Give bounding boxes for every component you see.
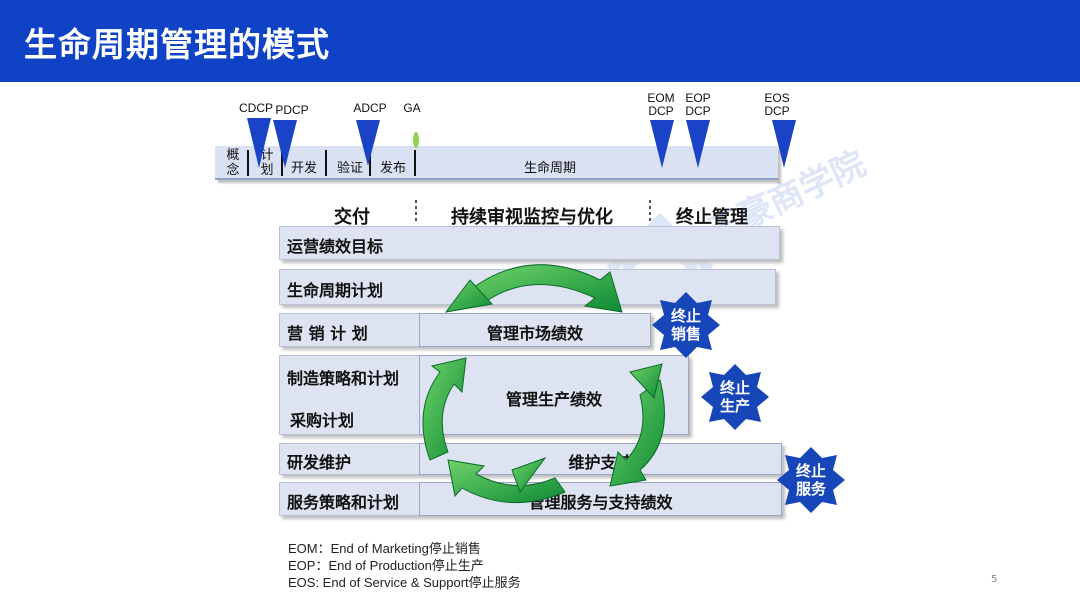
cycle-arrow-top-head xyxy=(444,279,493,313)
gate-triangle-adcp xyxy=(356,120,380,166)
gate-label-eos-bottom: DCP xyxy=(764,104,790,118)
row-ops-goals xyxy=(279,226,780,260)
title-bar: 生命周期管理的模式 xyxy=(0,0,1080,82)
star-end-sales-line-1: 终止 xyxy=(670,307,701,325)
box-market-perf-label: 管理市场绩效 xyxy=(486,324,583,343)
column-delivery: 交付 xyxy=(334,207,370,228)
cycle-arrow-bottom xyxy=(447,459,566,504)
lifecycle-phase-bar xyxy=(215,146,778,180)
star-end-service xyxy=(777,447,845,513)
gate-label-eos-top: EOS xyxy=(764,91,790,105)
row-label-procurement: 采购计划 xyxy=(290,411,355,430)
phase-concept: 概 念 xyxy=(224,148,242,178)
box-maintenance: 维护支持 xyxy=(419,443,782,475)
star-end-production-label: 终止 生产 xyxy=(715,379,755,415)
star-end-production-line-1: 终止 xyxy=(719,379,750,397)
gate-triangle-eos xyxy=(772,120,796,168)
column-dividers xyxy=(415,200,651,222)
gate-label-eop-bottom: DCP xyxy=(685,104,711,118)
phase-develop: 开发 xyxy=(290,161,317,176)
row-label-lifecycle-plan: 生命周期计划 xyxy=(287,281,384,300)
legend-eom: EOM：End of Marketing停止销售 xyxy=(288,541,481,556)
phase-plan-char-2: 划 xyxy=(260,163,274,178)
gate-triangle-eom xyxy=(650,120,674,168)
phase-lifecycle: 生命周期 xyxy=(523,161,576,176)
gate-label-eom: EOM DCP xyxy=(644,92,678,118)
phase-plan: 计 划 xyxy=(258,148,276,178)
phase-divider xyxy=(414,150,416,176)
gate-triangle-cdcp xyxy=(247,118,271,168)
row-label-ops-goals: 运营绩效目标 xyxy=(287,237,384,256)
phase-divider xyxy=(369,150,371,176)
phase-divider xyxy=(325,150,327,176)
row-label-marketing-plan: 营 销 计 划 xyxy=(287,324,368,343)
gate-label-pdcp: PDCP xyxy=(275,103,309,117)
gate-label-adcp: ADCP xyxy=(353,101,387,115)
star-end-service-line-2: 服务 xyxy=(795,480,826,498)
gate-label-cdcp: CDCP xyxy=(238,101,273,115)
row-label-manufacturing: 制造策略和计划 xyxy=(287,369,400,388)
gate-label-ga: GA xyxy=(403,101,421,115)
phase-concept-char-2: 念 xyxy=(226,163,240,178)
gate-label-eom-top: EOM xyxy=(647,91,675,105)
page-number: 5 xyxy=(991,574,998,585)
gate-label-eom-bottom: DCP xyxy=(648,104,674,118)
gate-label-eop-top: EOP xyxy=(685,91,711,105)
cycle-arrow-right xyxy=(609,379,665,487)
phase-release: 发布 xyxy=(379,161,406,176)
star-end-sales xyxy=(652,292,720,358)
gate-label-eop: EOP DCP xyxy=(681,92,715,118)
phase-divider xyxy=(247,150,249,176)
column-monitor: 持续审视监控与优化 xyxy=(451,207,613,228)
legend-eos: EOS: End of Service & Support停止服务 xyxy=(288,575,521,590)
ga-marker xyxy=(413,132,419,148)
gate-markers xyxy=(247,118,796,168)
cycle-arrow-top xyxy=(469,264,623,313)
star-end-service-line-1: 终止 xyxy=(795,462,826,480)
box-production-perf-label: 管理生产绩效 xyxy=(505,390,602,409)
box-market-perf: 管理市场绩效 xyxy=(419,313,651,347)
gate-label-eos: EOS DCP xyxy=(760,92,794,118)
cycle-arrow-bottom-head xyxy=(511,456,547,494)
star-end-service-label: 终止 服务 xyxy=(791,462,831,498)
column-end: 终止管理 xyxy=(676,207,748,228)
page-title: 生命周期管理的模式 xyxy=(24,25,330,64)
phase-verify: 验证 xyxy=(336,161,363,176)
phase-concept-char-1: 概 xyxy=(226,148,240,163)
star-end-production xyxy=(701,364,769,430)
legend-eop: EOP：End of Production停止生产 xyxy=(288,558,484,573)
cycle-arrow-right-head xyxy=(629,363,663,400)
star-end-sales-line-2: 销售 xyxy=(670,325,701,343)
cycle-arrow-left xyxy=(422,357,467,461)
phase-plan-char-1: 计 xyxy=(260,148,274,163)
star-end-production-line-2: 生产 xyxy=(719,397,750,415)
star-end-sales-label: 终止 销售 xyxy=(666,307,706,343)
row-label-service: 服务策略和计划 xyxy=(287,493,400,512)
phase-divider xyxy=(281,150,283,176)
row-label-rnd: 研发维护 xyxy=(287,453,352,472)
gate-triangle-pdcp xyxy=(273,120,297,168)
gate-triangle-eop xyxy=(686,120,710,168)
box-service-perf-label: 管理服务与支持绩效 xyxy=(528,493,673,512)
